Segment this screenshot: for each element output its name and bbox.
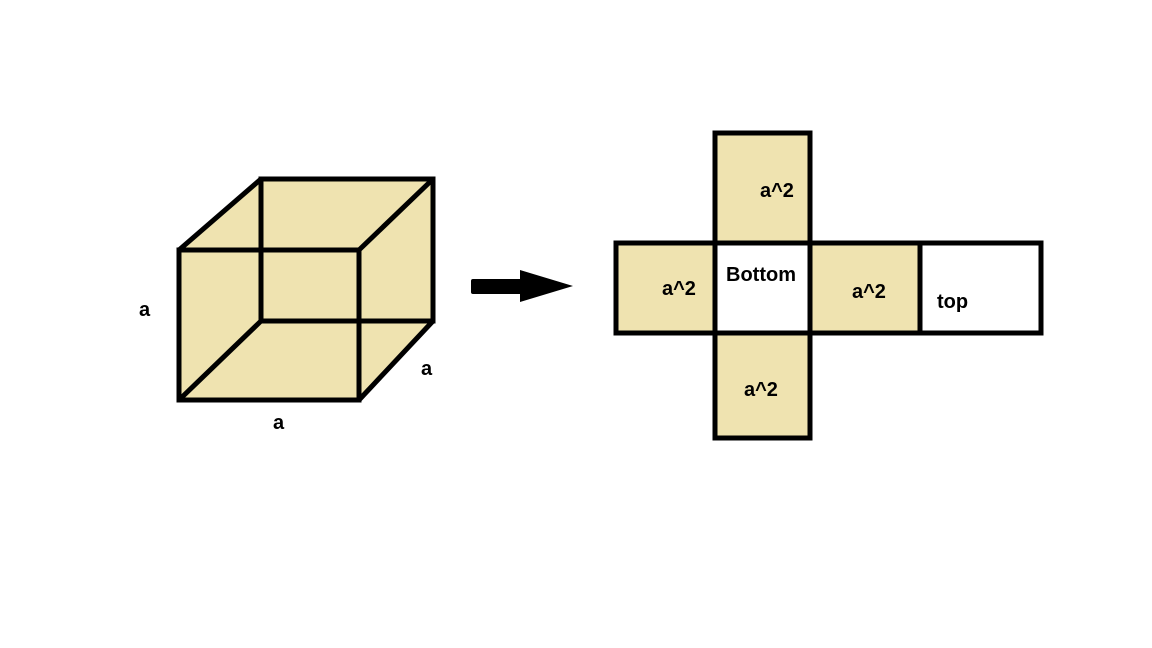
net-upper-label: a^2 (760, 180, 794, 202)
net-face-lower (712, 330, 813, 441)
cube-height-label: a (139, 299, 151, 321)
cube-fill (179, 179, 433, 400)
cube-net (613, 130, 1044, 441)
net-lower-label: a^2 (744, 379, 778, 401)
net-center-label: Bottom (726, 264, 796, 286)
cube-front-face (176, 247, 362, 403)
cube-edge (177, 319, 263, 402)
net-far-right-label: top (937, 291, 968, 313)
cube-edge (177, 177, 263, 252)
net-left-label: a^2 (662, 278, 696, 300)
cube-edge (357, 319, 435, 402)
net-labels: a^2 a^2 Bottom a^2 top a^2 (662, 180, 968, 401)
cube-width-label: a (273, 412, 285, 434)
right-arrow-icon (471, 270, 573, 302)
net-right-label: a^2 (852, 281, 886, 303)
net-face-top (917, 240, 1044, 336)
cube-depth-label: a (421, 358, 433, 380)
cube: a a a (139, 176, 436, 434)
net-face-bottom (712, 240, 813, 336)
cube-edge (357, 177, 435, 252)
net-face-left (613, 240, 718, 336)
